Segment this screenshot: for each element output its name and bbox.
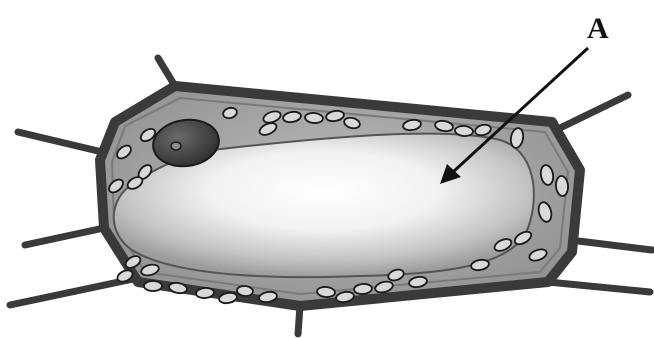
chloroplast [317, 286, 336, 298]
nucleolus [171, 142, 181, 150]
chloroplast [237, 285, 254, 296]
chloroplast [196, 287, 215, 299]
chloroplast [144, 281, 162, 291]
chloroplast [354, 283, 373, 295]
chloroplast [455, 125, 474, 137]
label-a: A [587, 12, 609, 45]
chloroplast [305, 112, 324, 124]
